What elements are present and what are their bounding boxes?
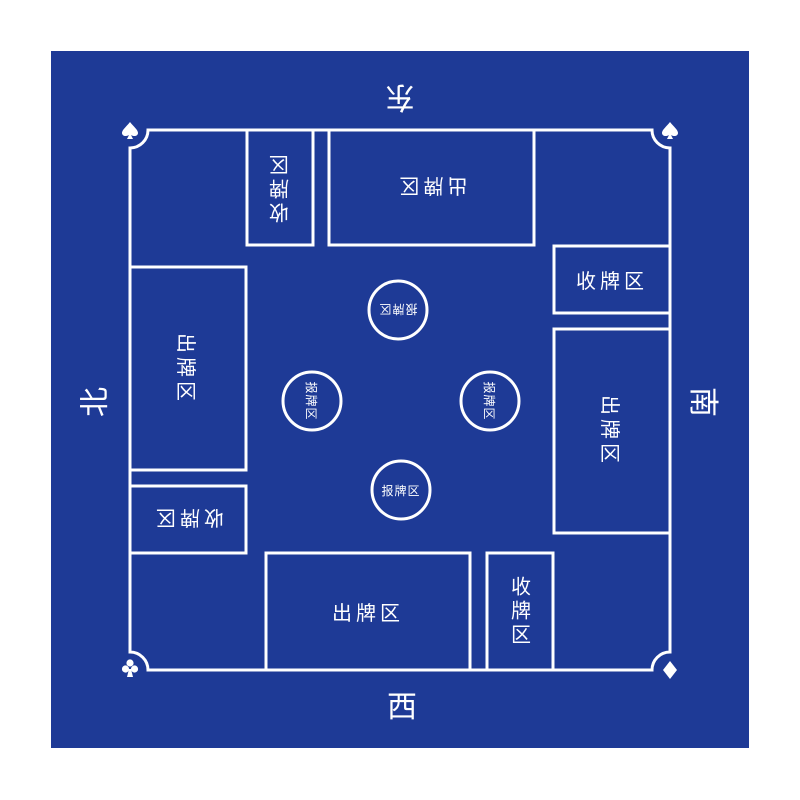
- direction-north: 北: [78, 387, 113, 417]
- declare-label-north: 报牌区: [304, 381, 319, 421]
- direction-east: 东: [385, 79, 415, 114]
- outer-frame: [128, 128, 672, 672]
- west-play-label: 出牌区: [332, 601, 404, 625]
- north-play-box: [128, 265, 248, 472]
- south-play-label: 出牌区: [598, 395, 623, 467]
- west-collect-box: [485, 551, 555, 672]
- direction-south: 南: [685, 387, 720, 417]
- south-play-box: [552, 327, 672, 535]
- south-collect-box: [552, 244, 672, 315]
- east-collect-label: 收牌区: [268, 151, 293, 224]
- declare-circle-west: [370, 459, 432, 521]
- table-mat: [51, 51, 749, 748]
- direction-west: 西: [387, 690, 417, 725]
- north-collect-box: [128, 484, 248, 555]
- north-play-label: 出牌区: [174, 333, 199, 405]
- diamond-icon: [663, 661, 677, 679]
- declare-label-west: 报牌区: [381, 483, 421, 498]
- west-collect-label: 收牌区: [507, 575, 532, 648]
- declare-label-east: 报牌区: [378, 302, 418, 317]
- spade-icon: [122, 122, 138, 139]
- east-play-label: 出牌区: [395, 174, 468, 199]
- declare-label-south: 报牌区: [482, 381, 497, 421]
- declare-circle-north: [281, 370, 343, 432]
- north-collect-label: 收牌区: [152, 506, 224, 530]
- east-play-box: [327, 128, 536, 247]
- south-collect-label: 收牌区: [576, 269, 648, 293]
- east-collect-box: [245, 128, 315, 247]
- west-play-box: [264, 551, 472, 672]
- spade-icon: [662, 122, 678, 139]
- declare-circle-south: [459, 370, 521, 432]
- club-icon: [121, 659, 139, 677]
- declare-circle-east: [367, 279, 429, 341]
